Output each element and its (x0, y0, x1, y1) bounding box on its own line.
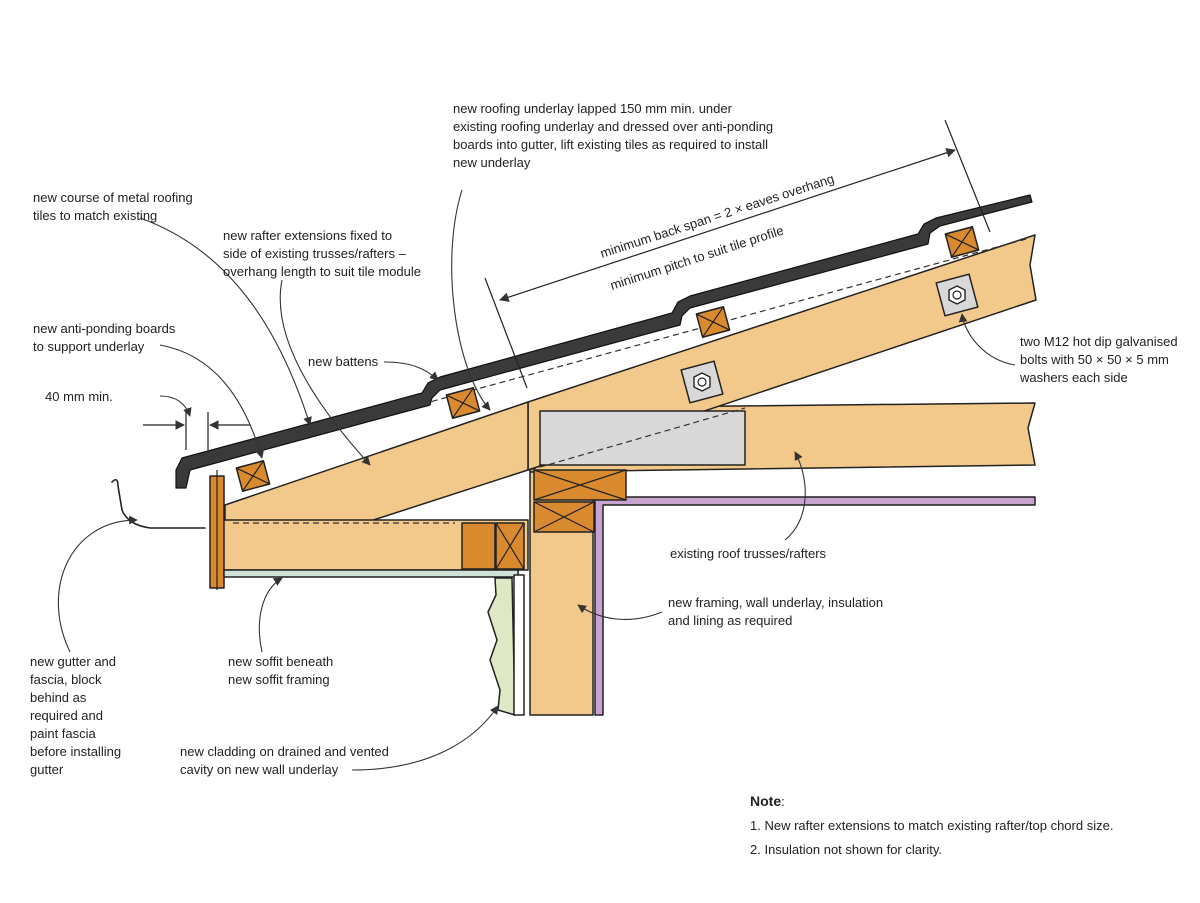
cladding-cavity (513, 574, 525, 716)
connector-plate (539, 410, 746, 466)
label-anti-ponding: new anti-ponding boards to support under… (33, 321, 179, 354)
label-bolts: two M12 hot dip galvanised bolts with 50… (1019, 334, 1181, 385)
label-gutter: new gutter and fascia, block behind as r… (30, 654, 125, 777)
note-item-1: 1. New rafter extensions to match existi… (750, 818, 1113, 833)
blocking-block-1 (461, 522, 496, 570)
label-rafter-extensions: new rafter extensions fixed to side of e… (223, 228, 421, 279)
bolt-1 (680, 360, 724, 404)
wall-lining (594, 496, 1036, 716)
gutter-bracket (111, 478, 206, 529)
label-clearance: 40 mm min. (45, 389, 113, 404)
label-framing: new framing, wall underlay, insulation a… (668, 595, 887, 628)
label-underlay: new roofing underlay lapped 150 mm min. … (453, 101, 777, 170)
label-trusses: existing roof trusses/rafters (670, 546, 827, 561)
label-soffit: new soffit beneath new soffit framing (228, 654, 337, 687)
soffit-lining (223, 569, 519, 578)
note-item-2: 2. Insulation not shown for clarity. (750, 842, 942, 857)
label-battens: new battens (308, 354, 379, 369)
note-title: Note: (750, 793, 785, 809)
label-cladding: new cladding on drained and vented cavit… (180, 744, 393, 777)
wall-cladding (487, 577, 516, 716)
label-roofing-tiles: new course of metal roofing tiles to mat… (33, 190, 196, 223)
